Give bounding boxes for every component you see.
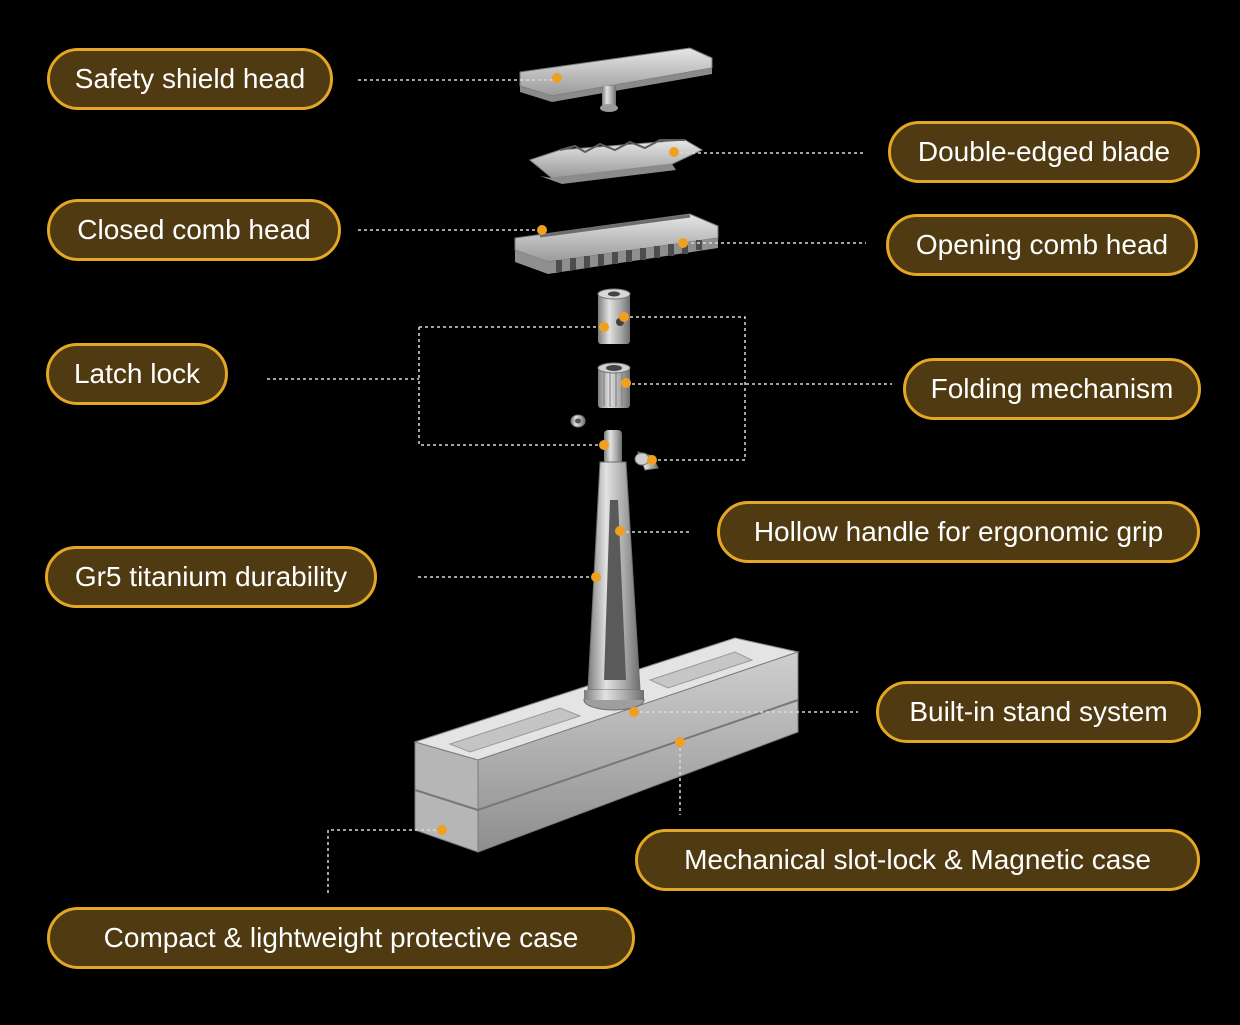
double-edged-blade-part (528, 139, 704, 184)
marker-compact-case (437, 825, 447, 835)
safety-shield-head-part (519, 47, 713, 112)
marker-latch-lower (599, 440, 609, 450)
marker-folding-top (619, 312, 629, 322)
leader-compact-case (327, 829, 442, 893)
marker-opening-comb-head (678, 238, 688, 248)
marker-hollow-handle (615, 526, 625, 536)
label-closed-comb-head: Closed comb head (47, 199, 341, 261)
handle-part (583, 430, 645, 711)
leader-folding-mechanism (624, 316, 892, 461)
marker-dots (437, 73, 688, 835)
marker-latch-upper (599, 322, 609, 332)
label-built-in-stand: Built-in stand system (876, 681, 1201, 743)
label-hollow-handle: Hollow handle for ergonomic grip (717, 501, 1200, 563)
pin-part (570, 414, 586, 428)
label-mechanical-slot-lock: Mechanical slot-lock & Magnetic case (635, 829, 1200, 891)
marker-screw (647, 455, 657, 465)
label-compact-case: Compact & lightweight protective case (47, 907, 635, 969)
label-opening-comb-head: Opening comb head (886, 214, 1198, 276)
screw-part (634, 451, 659, 471)
folding-mechanism-part (597, 362, 631, 408)
marker-closed-comb-head (537, 225, 547, 235)
marker-mechanical-slot-lock (675, 737, 685, 747)
label-folding-mechanism: Folding mechanism (903, 358, 1201, 420)
label-gr5-titanium: Gr5 titanium durability (45, 546, 377, 608)
label-double-edged-blade: Double-edged blade (888, 121, 1200, 183)
marker-double-edged-blade (669, 147, 679, 157)
marker-folding-mechanism (621, 378, 631, 388)
leader-latch-lock (267, 326, 604, 446)
marker-gr5-titanium (591, 572, 601, 582)
label-safety-shield-head: Safety shield head (47, 48, 333, 110)
marker-built-in-stand (629, 707, 639, 717)
marker-safety-shield-head (552, 73, 562, 83)
comb-head-part (514, 213, 719, 274)
label-latch-lock: Latch lock (46, 343, 228, 405)
leader-lines (267, 79, 892, 893)
